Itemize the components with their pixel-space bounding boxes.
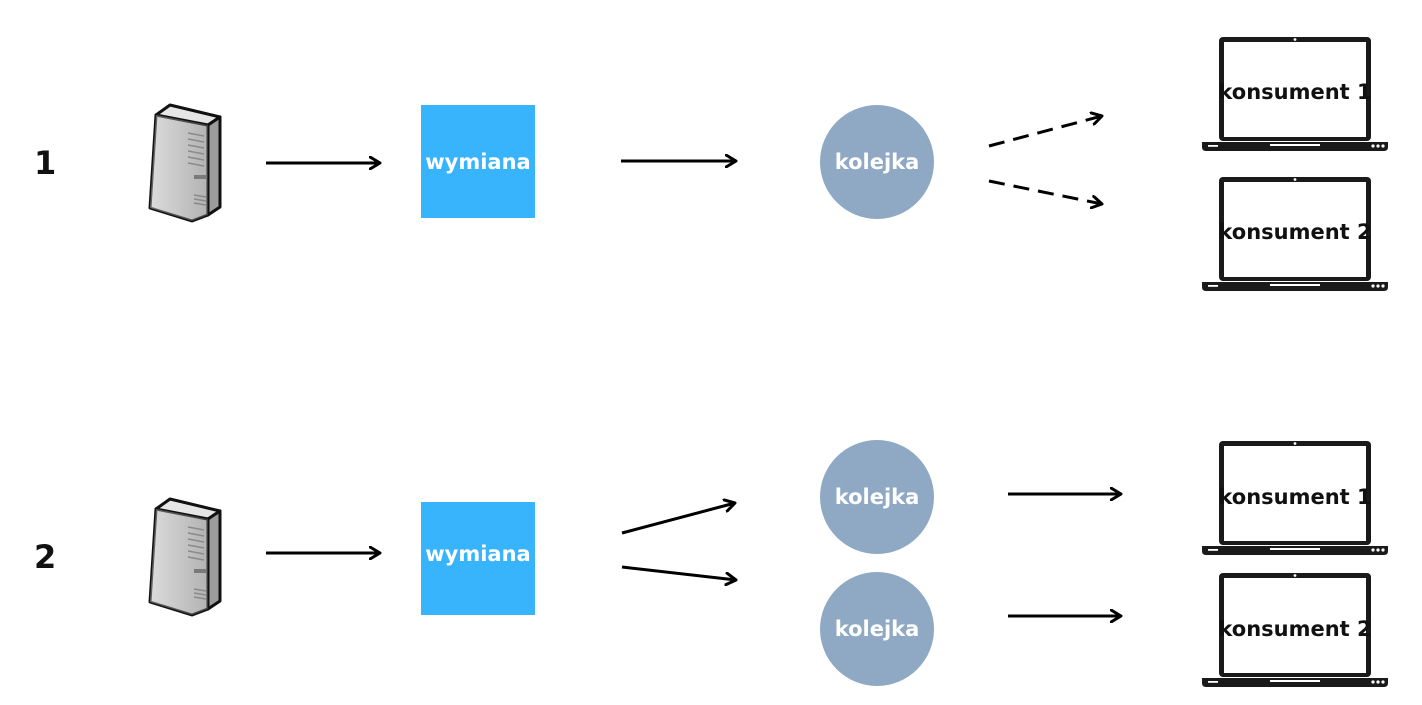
consumer-2: konsument 2 (1202, 177, 1388, 291)
queue-label: kolejka (835, 150, 920, 174)
exchange-box: wymiana (421, 502, 535, 615)
consumer-1: konsument 1 (1202, 441, 1388, 555)
queue-node: kolejka (820, 105, 934, 219)
diagram-number-1: 1 (34, 144, 56, 182)
diagram-number-2: 2 (34, 538, 56, 576)
queue-node-1: kolejka (820, 440, 934, 554)
server-tower-icon (148, 497, 222, 617)
exchange-square (421, 105, 535, 218)
consumer-2: konsument 2 (1202, 573, 1388, 687)
queue-label: kolejka (835, 485, 920, 509)
queue-circle (820, 572, 934, 686)
consumer-label: konsument 1 (1218, 485, 1371, 509)
consumer-label: konsument 2 (1218, 617, 1371, 641)
exchange-square (421, 502, 535, 615)
consumer-1: konsument 1 (1202, 37, 1388, 151)
server-tower-icon (148, 103, 222, 223)
queue-circle (820, 440, 934, 554)
queue-label: kolejka (835, 617, 920, 641)
diagram-2: 2 wymiana kolejka kolejka konsument 1 ko… (34, 440, 1388, 687)
exchange-label: wymiana (425, 542, 530, 566)
dashed-arrow-queue-to-consumer-1 (988, 116, 1102, 148)
consumer-label: konsument 2 (1218, 220, 1371, 244)
diagram-1: 1 wymiana kolejka konsument 1 konsument … (34, 37, 1388, 291)
queue-circle (820, 105, 934, 219)
consumer-label: konsument 1 (1218, 80, 1371, 104)
exchange-label: wymiana (425, 150, 530, 174)
exchange-box: wymiana (421, 105, 535, 218)
queue-node-2: kolejka (820, 572, 934, 686)
arrow-exchange-to-queue-1 (621, 503, 735, 535)
arrow-exchange-to-queue-2 (621, 565, 736, 580)
dashed-arrow-queue-to-consumer-2 (988, 179, 1102, 204)
